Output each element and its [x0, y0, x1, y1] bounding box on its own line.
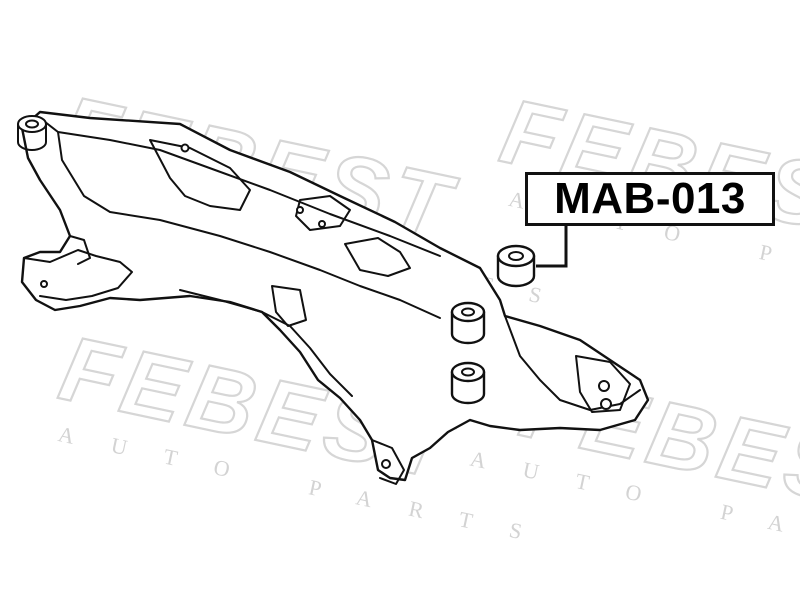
upper-plate — [149, 139, 251, 211]
mid-rail-line — [57, 131, 441, 319]
right-mount-line — [504, 315, 641, 411]
bolt-hole-3 — [318, 220, 326, 228]
leader-line — [536, 226, 568, 268]
mounted-bushing-upper — [450, 301, 486, 345]
mount-hole-1 — [598, 380, 610, 392]
right-mount-plate — [575, 355, 631, 413]
bolt-hole-4 — [40, 280, 48, 288]
bolt-hole-2 — [296, 206, 304, 214]
front-bracket-hole — [381, 459, 391, 469]
mount-hole-2 — [600, 398, 612, 410]
left-bracket — [69, 235, 91, 265]
upper-rail-line — [39, 117, 441, 257]
mounted-bushing-lower — [450, 361, 486, 405]
highlighted-bushing[interactable] — [496, 244, 536, 288]
part-number-label[interactable]: MAB-013 — [525, 172, 775, 226]
left-arm — [23, 249, 133, 301]
rear-plate — [344, 237, 411, 277]
front-bracket — [371, 439, 405, 485]
subframe-body — [20, 110, 650, 482]
subframe-drawing — [17, 110, 650, 485]
center-plate — [295, 195, 351, 231]
left-end-bushing — [17, 115, 47, 151]
part-number-text: MAB-013 — [554, 174, 746, 223]
bolt-hole-1 — [180, 143, 190, 153]
lower-bracket — [271, 285, 307, 327]
